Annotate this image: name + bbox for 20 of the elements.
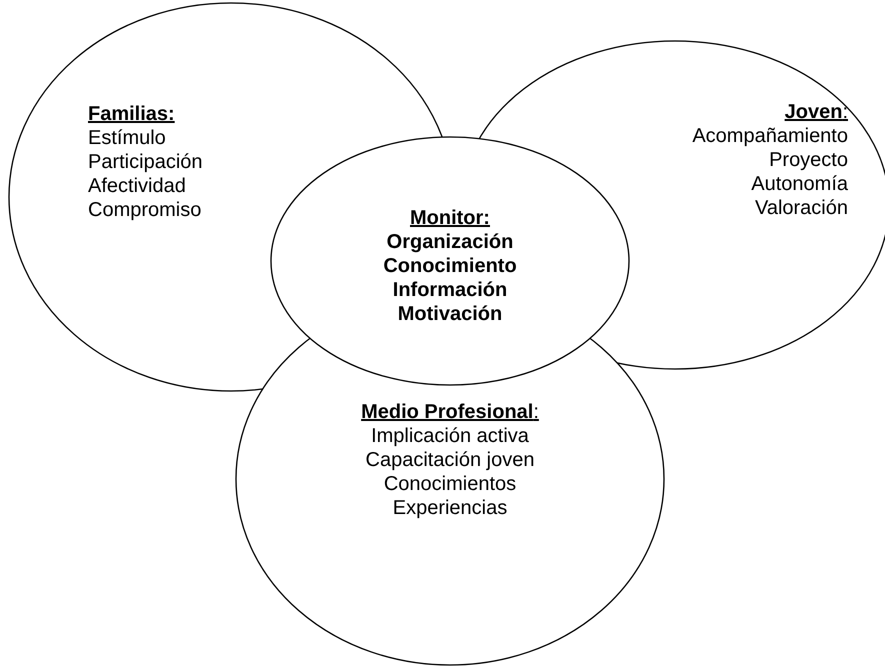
list-item: Conocimientos	[384, 473, 516, 495]
list-item: Capacitación joven	[366, 449, 534, 471]
list-item: Conocimiento	[383, 255, 517, 277]
list-item: Autonomía	[751, 173, 848, 195]
list-item: Proyecto	[769, 149, 848, 171]
circle-heading: Joven:	[784, 101, 848, 123]
list-item: Afectividad	[88, 175, 186, 197]
circle-heading: Medio Profesional:	[361, 401, 539, 423]
list-item: Valoración	[754, 197, 848, 219]
circle-heading: Monitor:	[410, 207, 490, 229]
list-item: Participación	[88, 151, 203, 173]
list-item: Acompañamiento	[692, 125, 848, 147]
list-item: Información	[392, 279, 508, 301]
circle-heading: Familias:	[88, 103, 175, 125]
list-item: Compromiso	[88, 199, 202, 221]
list-item: Experiencias	[392, 497, 508, 519]
list-item: Estímulo	[88, 127, 166, 149]
list-item: Organización	[386, 231, 514, 253]
list-item: Implicación activa	[371, 425, 529, 447]
list-item: Motivación	[398, 303, 502, 325]
